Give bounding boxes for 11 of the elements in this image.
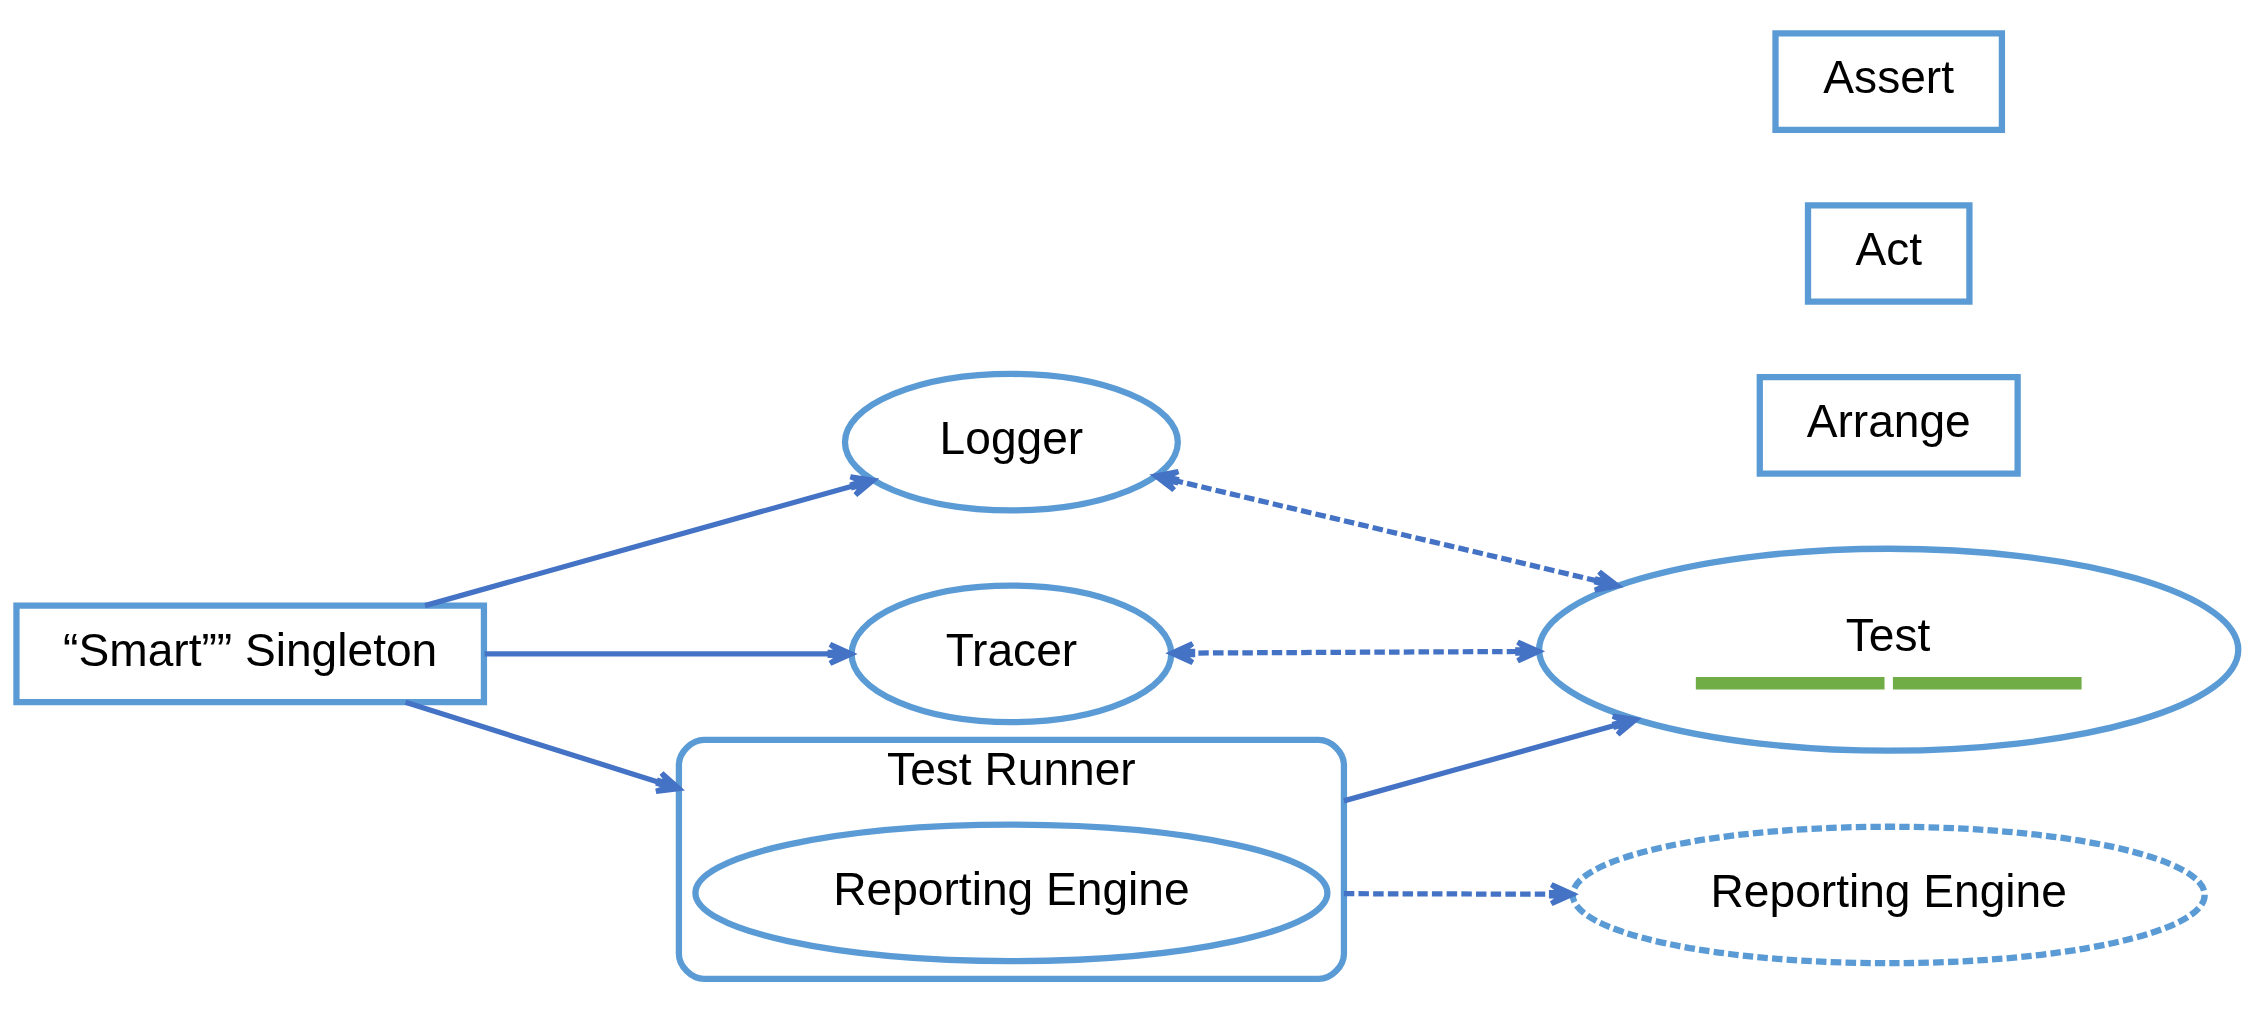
node-ellipse: Reporting Engine — [692, 821, 1331, 965]
node-box: Arrange — [1756, 374, 2021, 477]
node-box: Act — [1804, 202, 1973, 305]
node-ellipse: Tracer — [848, 582, 1175, 726]
node-ellipse: Test — [1536, 545, 2242, 754]
node-box: “Smart”” Singleton — [13, 602, 488, 706]
arrow — [1343, 882, 1576, 907]
arrow — [404, 699, 682, 794]
arrow — [1343, 713, 1639, 804]
node-box: Assert — [1772, 30, 2006, 133]
node-ellipse: Reporting Engine — [1569, 823, 2208, 967]
